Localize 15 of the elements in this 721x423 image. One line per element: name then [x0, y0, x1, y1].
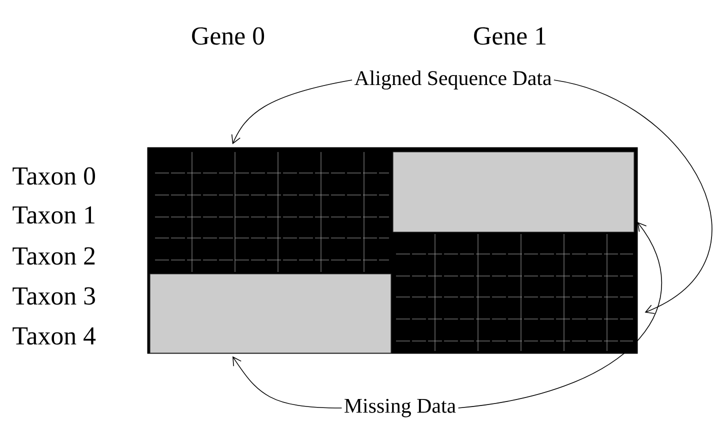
- row-header: Taxon 1: [12, 206, 94, 224]
- arrow: [232, 356, 342, 408]
- callout-text: Missing Data: [344, 398, 456, 418]
- row-header: Taxon 2: [12, 247, 95, 265]
- missing-data-box: [150, 274, 392, 354]
- arrow: [458, 222, 662, 408]
- row-header: Taxon 3: [12, 287, 95, 305]
- row-header: Taxon 4: [12, 327, 96, 345]
- missing-data-box: [392, 152, 634, 232]
- arrow: [554, 80, 712, 314]
- callout-text: Aligned Sequence Data: [354, 70, 552, 90]
- column-header: Gene 0: [192, 27, 264, 45]
- row-header: Taxon 0: [12, 167, 96, 185]
- arrow: [231, 80, 352, 144]
- column-header: Gene 1: [474, 27, 546, 45]
